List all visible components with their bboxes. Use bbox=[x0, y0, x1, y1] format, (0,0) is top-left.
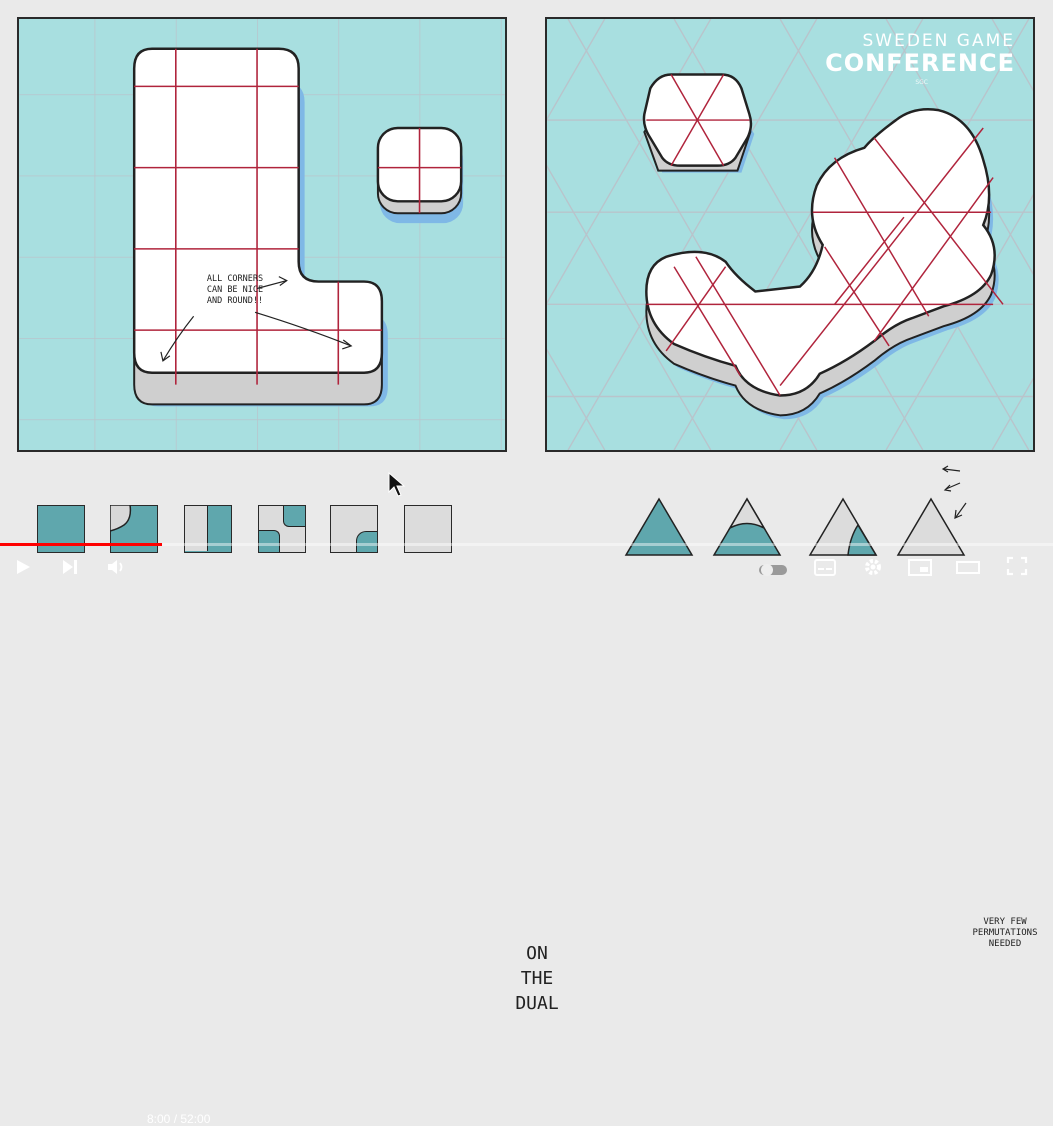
tile-diagonal-land bbox=[258, 505, 306, 553]
on-the-dual-label: ON THE DUAL bbox=[512, 941, 562, 1016]
tile-full-land bbox=[404, 505, 452, 553]
note-arrows bbox=[941, 465, 967, 519]
square-grid-illustration bbox=[19, 19, 505, 450]
theater-mode-icon[interactable] bbox=[956, 558, 980, 578]
dual-label-line: DUAL bbox=[515, 993, 559, 1014]
triangle-tile-water bbox=[624, 497, 694, 556]
triangle-grid-panel: SWEDEN GAME CONFERENCE SGC bbox=[545, 17, 1035, 452]
triangle-tile-land bbox=[896, 497, 966, 556]
note-line: PERMUTATIONS bbox=[972, 928, 1038, 938]
dual-label-line: ON bbox=[526, 943, 548, 964]
player-controls: 8:00 / 52:00 bbox=[0, 550, 1053, 1126]
play-icon[interactable] bbox=[14, 558, 32, 578]
time-separator: / bbox=[170, 1112, 181, 1126]
annotation-line: ALL CORNERS bbox=[206, 274, 264, 284]
triangle-grid-illustration bbox=[547, 19, 1033, 450]
note-line: VERY FEW bbox=[983, 917, 1027, 927]
permutations-note: VERY FEW PERMUTATIONS NEEDED bbox=[960, 917, 1050, 950]
conference-watermark-line1: SWEDEN GAME bbox=[862, 31, 1015, 51]
next-icon[interactable] bbox=[60, 558, 80, 578]
mouse-cursor-icon bbox=[388, 472, 406, 497]
dual-label-line: THE bbox=[520, 968, 554, 989]
triangle-tile-one-land bbox=[712, 497, 782, 556]
note-line: NEEDED bbox=[988, 939, 1022, 949]
subtitles-icon[interactable] bbox=[814, 558, 836, 578]
conference-watermark-line2: CONFERENCE bbox=[825, 49, 1015, 77]
annotation-line: CAN BE NICE bbox=[206, 285, 264, 295]
conference-watermark-logo: SGC bbox=[915, 79, 928, 86]
seek-bar[interactable] bbox=[0, 543, 1053, 546]
annotation-line: AND ROUND!! bbox=[206, 296, 264, 306]
triangle-tile-two-land bbox=[808, 497, 878, 556]
time-display: 8:00 / 52:00 bbox=[147, 1112, 210, 1126]
seek-bar-played bbox=[0, 543, 163, 546]
miniplayer-icon[interactable] bbox=[908, 558, 932, 578]
corners-annotation: ALL CORNERS CAN BE NICE AND ROUND!! bbox=[195, 274, 275, 307]
settings-gear-icon[interactable] bbox=[862, 556, 884, 576]
duration: 52:00 bbox=[180, 1112, 211, 1126]
fullscreen-icon[interactable] bbox=[1006, 556, 1028, 576]
current-time: 8:00 bbox=[147, 1112, 171, 1126]
tile-half-land bbox=[184, 505, 232, 553]
tile-three-quarter-land bbox=[330, 505, 378, 553]
autoplay-toggle-icon[interactable] bbox=[758, 562, 790, 582]
square-grid-panel: ALL CORNERS CAN BE NICE AND ROUND!! bbox=[17, 17, 507, 452]
volume-icon[interactable] bbox=[106, 558, 128, 578]
